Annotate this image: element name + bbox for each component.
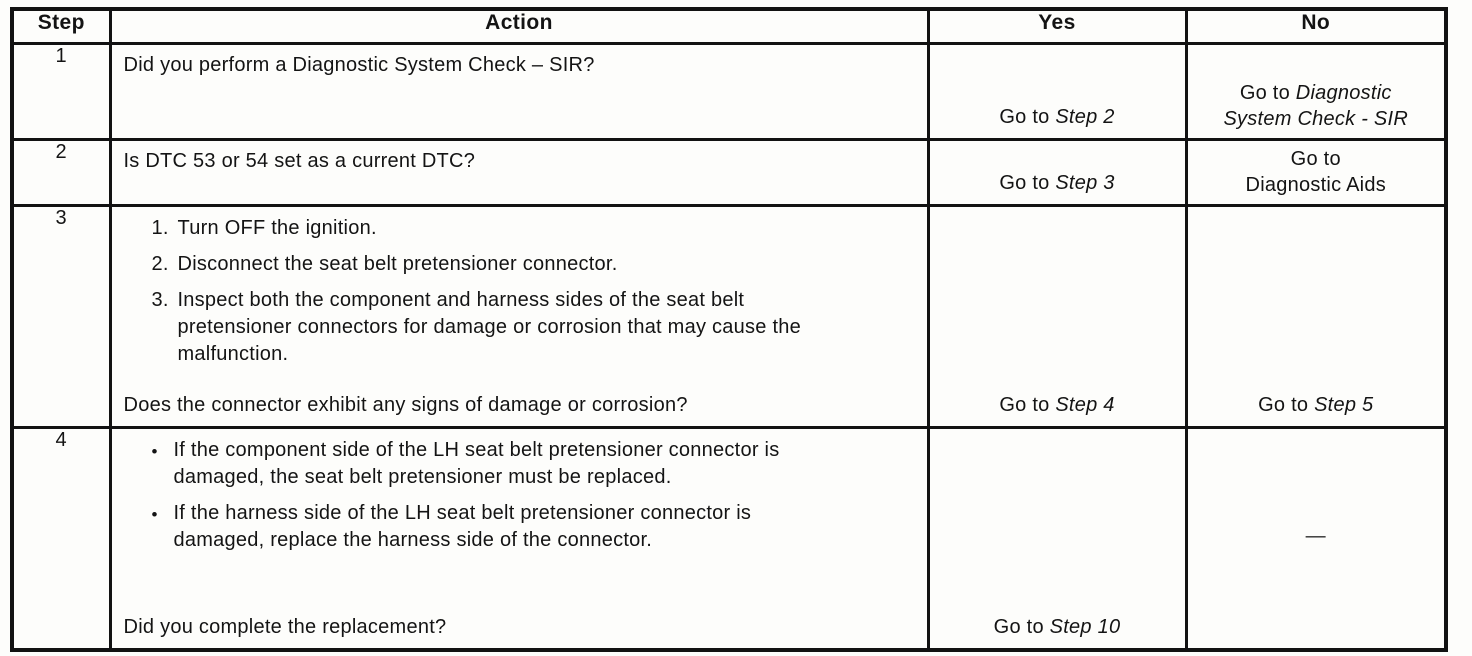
action-question: Is DTC 53 or 54 set as a current DTC? — [123, 149, 476, 172]
action-cell: Did you perform a Diagnostic System Chec… — [108, 41, 930, 141]
bullet-icon: • — [151, 504, 158, 524]
procedure-reference: Diagnostic System Check - SIR — [1223, 81, 1409, 130]
step-number: 2 — [10, 137, 112, 207]
step-reference: Step 2 — [1055, 105, 1115, 128]
goto-text: Go to Step 5 — [1258, 393, 1374, 416]
bullet-icon: • — [151, 441, 158, 461]
list-item: • If the harness side of the LH seat bel… — [112, 500, 927, 554]
list-item: 2. Disconnect the seat belt pretensioner… — [112, 251, 927, 278]
diagnostic-table: Step Action Yes No 1 Did you perform a D… — [10, 7, 1448, 652]
bullet-list: • If the component side of the LH seat b… — [112, 429, 927, 554]
action-question: Did you complete the replacement? — [123, 616, 447, 638]
col-header-no: No — [1184, 7, 1448, 45]
table-row: 4 • If the component side of the LH seat… — [10, 425, 1448, 652]
header-row: Step Action Yes No — [10, 7, 1448, 45]
goto-text: Go to Step 2 — [999, 105, 1115, 128]
list-marker: 2. — [151, 252, 169, 275]
goto-text: Go to Step 3 — [999, 171, 1115, 194]
action-cell: Is DTC 53 or 54 set as a current DTC? — [108, 137, 930, 207]
table-row: 2 Is DTC 53 or 54 set as a current DTC? … — [10, 137, 1448, 207]
numbered-list: 1. Turn OFF the ignition. 2. Disconnect … — [112, 207, 927, 368]
no-cell: Go to Diagnostic Aids — [1184, 137, 1448, 207]
goto-text: Go to Step 10 — [993, 616, 1121, 638]
no-cell: Go to Diagnostic System Check - SIR — [1184, 41, 1448, 141]
action-cell: 1. Turn OFF the ignition. 2. Disconnect … — [108, 203, 930, 429]
list-marker: 3. — [151, 288, 169, 311]
yes-cell: Go to Step 3 — [926, 137, 1188, 207]
col-header-yes: Yes — [926, 7, 1188, 45]
action-question: Does the connector exhibit any signs of … — [123, 393, 688, 416]
step-reference: Step 4 — [1055, 393, 1115, 416]
step-reference: Step 3 — [1055, 171, 1115, 194]
no-cell: — — [1184, 425, 1448, 652]
list-marker: 1. — [151, 216, 169, 239]
table-row: 1 Did you perform a Diagnostic System Ch… — [10, 41, 1448, 141]
yes-cell: Go to Step 4 — [926, 203, 1188, 429]
list-item: • If the component side of the LH seat b… — [112, 437, 927, 491]
col-header-action: Action — [108, 7, 930, 45]
col-header-step: Step — [10, 7, 112, 45]
goto-text: Go to Diagnostic Aids — [1245, 147, 1386, 196]
no-cell: Go to Step 5 — [1184, 203, 1448, 429]
action-cell: • If the component side of the LH seat b… — [108, 425, 930, 652]
goto-text: Go to Step 4 — [999, 393, 1115, 416]
goto-text: Go to Diagnostic System Check - SIR — [1223, 81, 1409, 130]
table-row: 3 1. Turn OFF the ignition. 2. Disconnec… — [10, 203, 1448, 429]
step-reference: Step 5 — [1314, 393, 1374, 416]
action-question: Did you perform a Diagnostic System Chec… — [123, 53, 595, 76]
step-number: 3 — [10, 203, 112, 429]
list-item: 3. Inspect both the component and harnes… — [112, 287, 927, 368]
yes-cell: Go to Step 2 — [926, 41, 1188, 141]
list-item: 1. Turn OFF the ignition. — [112, 215, 927, 242]
step-number: 1 — [10, 41, 112, 141]
yes-cell: Go to Step 10 — [926, 425, 1188, 652]
step-reference: Step 10 — [1049, 616, 1121, 638]
empty-dash: — — [1305, 525, 1326, 548]
step-number: 4 — [10, 425, 112, 652]
